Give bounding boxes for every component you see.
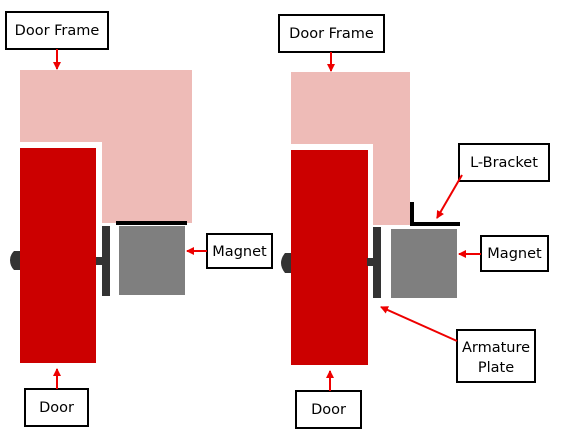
left-magnet-label-text: Magnet: [212, 244, 267, 260]
right-door: [291, 150, 368, 365]
left-door-frame: [20, 70, 192, 223]
right-door-label-text: Door: [311, 402, 346, 418]
right-armature-label-line2: Plate: [478, 360, 514, 376]
left-magnet-mount: [116, 221, 187, 225]
left-armature-stem: [96, 257, 102, 265]
right-armature-label: Armature Plate: [456, 329, 536, 383]
right-l-bracket: [410, 202, 460, 226]
right-magnet-label-text: Magnet: [487, 246, 542, 262]
left-door: [20, 148, 96, 363]
right-armature-stem: [367, 258, 373, 266]
left-frame-label-text: Door Frame: [15, 23, 100, 39]
left-magnet: [119, 226, 185, 295]
left-assembly: Door Frame Magnet Door: [5, 11, 273, 427]
right-bracket-label: L-Bracket: [458, 143, 550, 182]
right-door-handle: [281, 253, 291, 273]
left-frame-edge: [20, 142, 98, 148]
right-armature-label-line1: Armature: [462, 340, 530, 356]
right-armature-plate: [373, 227, 381, 298]
right-bracket-label-text: L-Bracket: [470, 155, 538, 171]
right-door-frame: [291, 72, 410, 225]
right-bracket-arrow: [436, 174, 463, 219]
right-assembly: Door Frame L-Bracket Magnet Armature Pla…: [278, 14, 550, 429]
right-magnet: [391, 229, 457, 298]
right-frame-label-text: Door Frame: [289, 26, 374, 42]
right-magnet-label: Magnet: [480, 235, 549, 272]
right-frame-label: Door Frame: [278, 14, 385, 53]
left-frame-label: Door Frame: [5, 11, 109, 50]
left-door-handle: [10, 251, 20, 270]
left-magnet-label: Magnet: [206, 233, 273, 269]
right-frame-edge: [291, 144, 370, 149]
right-door-label: Door: [295, 390, 362, 429]
left-door-label-text: Door: [39, 400, 74, 416]
right-armature-arrow: [380, 306, 458, 342]
left-door-label: Door: [24, 388, 89, 427]
left-armature-plate: [102, 226, 110, 296]
